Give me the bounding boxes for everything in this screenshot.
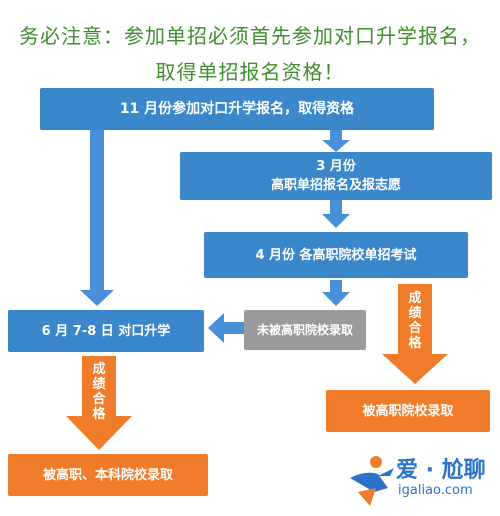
not-admitted-label: 未被高职院校录取	[256, 322, 353, 337]
duikou-box: 6 月 7-8 日 对口升学	[8, 310, 204, 352]
arrow-label-left: 成 绩 合 格	[92, 362, 106, 422]
arrow-not-admitted-to-duikou	[208, 313, 244, 343]
arrow-orange-right	[382, 284, 448, 384]
notice-line-1: 务必注意：参加单招必须首先参加对口升学报名，	[19, 24, 481, 48]
watermark-brand: 爱 · 尬聊	[396, 458, 486, 483]
arrow-step1-to-step2	[322, 130, 350, 152]
arrow-orange-left	[66, 356, 132, 450]
admitted-final-box: 被高职、本科院校录取	[8, 454, 208, 496]
arrow-step2-to-step3	[322, 200, 350, 228]
duikou-label: 6 月 7-8 日 对口升学	[41, 323, 171, 339]
arrow-step1-to-duikou	[80, 130, 114, 306]
step3-label: 4 月份 各高职院校单招考试	[255, 247, 417, 263]
admitted-vocational-box: 被高职院校录取	[326, 390, 490, 432]
step3-box: 4 月份 各高职院校单招考试	[204, 232, 468, 278]
arrow-step3-to-not-admitted	[322, 280, 350, 306]
arrow-label-right: 成 绩 合 格	[408, 291, 422, 351]
notice-line-2: 取得单招报名资格！	[155, 60, 345, 84]
step2-label-line2: 高职单招报名及报志愿	[270, 178, 401, 193]
admitted-vocational-label: 被高职院校录取	[362, 403, 454, 419]
step2-label-line1: 3 月份	[316, 159, 356, 174]
runner-logo-icon	[350, 456, 394, 506]
not-admitted-box: 未被高职院校录取	[244, 310, 366, 350]
step1-label: 11 月份参加对口升学报名，取得资格	[119, 100, 355, 117]
watermark-url: igaliao.com	[398, 483, 473, 498]
step1-box: 11 月份参加对口升学报名，取得资格	[40, 88, 434, 130]
admitted-final-label: 被高职、本科院校录取	[42, 467, 173, 483]
step2-box: 3 月份 高职单招报名及报志愿	[180, 152, 492, 200]
